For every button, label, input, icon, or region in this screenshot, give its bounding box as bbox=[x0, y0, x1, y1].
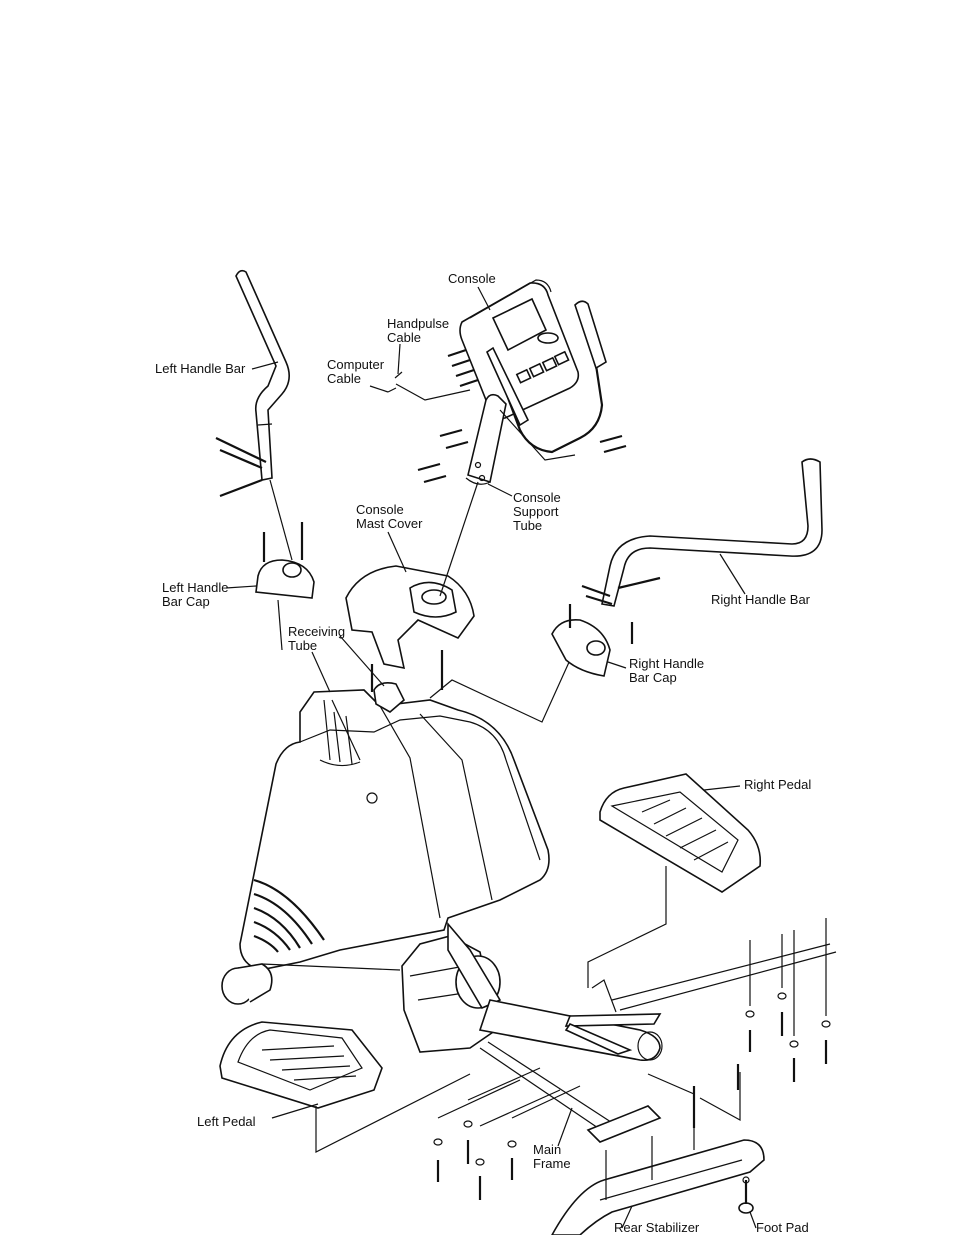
label-handpulse-cable: Handpulse Cable bbox=[387, 317, 449, 345]
left-handle-bar-part bbox=[216, 271, 292, 560]
bottom-right-fasteners bbox=[746, 918, 830, 1082]
right-pedal-part bbox=[588, 774, 760, 988]
label-left-pedal: Left Pedal bbox=[197, 1115, 256, 1129]
label-console-mast-cover: Console Mast Cover bbox=[356, 503, 422, 531]
label-computer-cable: Computer Cable bbox=[327, 358, 384, 386]
label-main-frame: Main Frame bbox=[533, 1143, 571, 1171]
label-rear-stabilizer: Rear Stabilizer bbox=[614, 1221, 699, 1235]
label-foot-pad: Foot Pad bbox=[756, 1221, 809, 1235]
frame-crank-part bbox=[402, 924, 836, 1142]
label-left-handle-bar: Left Handle Bar bbox=[155, 362, 245, 376]
foot-pad-part bbox=[739, 1177, 753, 1213]
label-right-handle-bar: Right Handle Bar bbox=[711, 593, 810, 607]
label-console: Console bbox=[448, 272, 496, 286]
rear-stabilizer-part bbox=[552, 1064, 764, 1235]
label-receiving-tube: Receiving Tube bbox=[288, 625, 345, 653]
label-right-pedal: Right Pedal bbox=[744, 778, 811, 792]
label-right-handle-bar-cap: Right Handle Bar Cap bbox=[629, 657, 704, 685]
front-roller-part bbox=[222, 964, 400, 1004]
main-housing-part bbox=[240, 636, 549, 970]
right-handle-bar-cap-part bbox=[552, 604, 632, 676]
right-handle-bar-part bbox=[582, 459, 822, 606]
label-left-handle-bar-cap: Left Handle Bar Cap bbox=[162, 581, 229, 609]
label-console-support-tube: Console Support Tube bbox=[513, 491, 561, 533]
